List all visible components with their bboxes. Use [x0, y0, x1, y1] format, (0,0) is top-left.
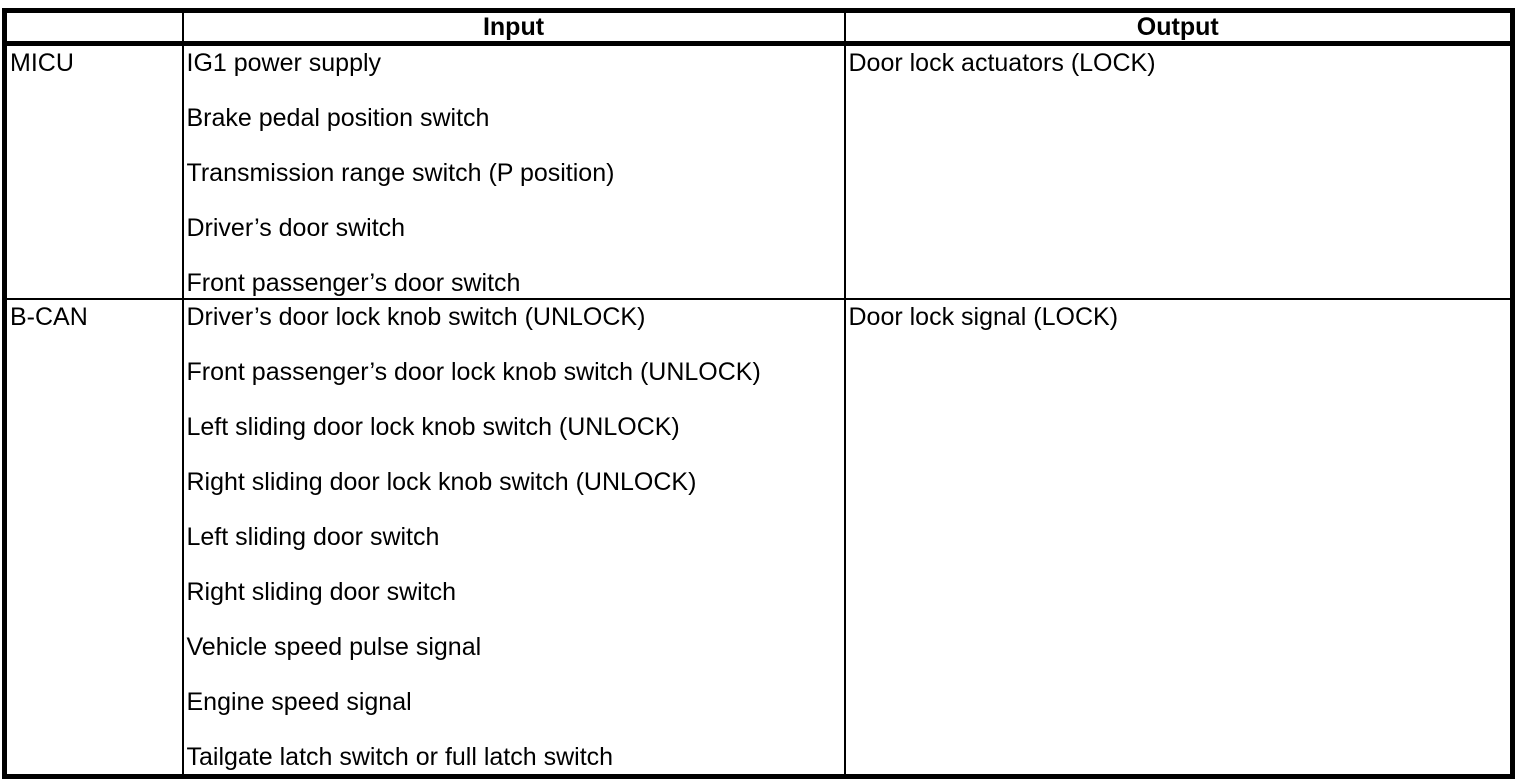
input-item: Front passenger’s door switch	[186, 269, 521, 297]
inputs-cell-bcan: Driver’s door lock knob switch (UNLOCK) …	[181, 298, 846, 778]
source-label: MICU	[10, 49, 74, 77]
input-item: Transmission range switch (P position)	[186, 159, 615, 187]
input-item: Left sliding door lock knob switch (UNLO…	[186, 413, 680, 441]
input-item: Driver’s door switch	[186, 214, 406, 242]
input-item: Tailgate latch switch or full latch swit…	[186, 743, 614, 771]
input-item: Front passenger’s door lock knob switch …	[186, 358, 761, 386]
table-row-bcan: B-CAN Driver’s door lock knob switch (UN…	[3, 298, 1514, 778]
table-row-micu: MICU IG1 power supply Brake pedal positi…	[3, 42, 1514, 300]
source-cell-micu: MICU	[3, 42, 184, 300]
input-item: Left sliding door switch	[186, 523, 440, 551]
input-item: Vehicle speed pulse signal	[186, 633, 482, 661]
output-column-header: Output	[843, 9, 1514, 46]
inputs-cell-micu: IG1 power supply Brake pedal position sw…	[181, 42, 846, 300]
input-item: IG1 power supply	[186, 49, 382, 77]
input-item: Brake pedal position switch	[186, 104, 490, 132]
input-item: Driver’s door lock knob switch (UNLOCK)	[186, 303, 646, 331]
header-row: Input Output	[3, 9, 1514, 46]
output-item: Door lock actuators (LOCK)	[848, 49, 1156, 77]
input-item: Right sliding door lock knob switch (UNL…	[186, 468, 697, 496]
outputs-cell-micu: Door lock actuators (LOCK)	[843, 42, 1514, 300]
input-item: Engine speed signal	[186, 688, 412, 716]
input-column-header: Input	[181, 9, 846, 46]
io-signal-table: Input Output MICU IG1 power supply Brake…	[2, 8, 1515, 779]
source-label: B-CAN	[10, 303, 88, 331]
source-cell-bcan: B-CAN	[3, 298, 184, 778]
outputs-cell-bcan: Door lock signal (LOCK)	[843, 298, 1514, 778]
input-item: Right sliding door switch	[186, 578, 457, 606]
source-column-header	[3, 9, 184, 46]
output-item: Door lock signal (LOCK)	[848, 303, 1119, 331]
